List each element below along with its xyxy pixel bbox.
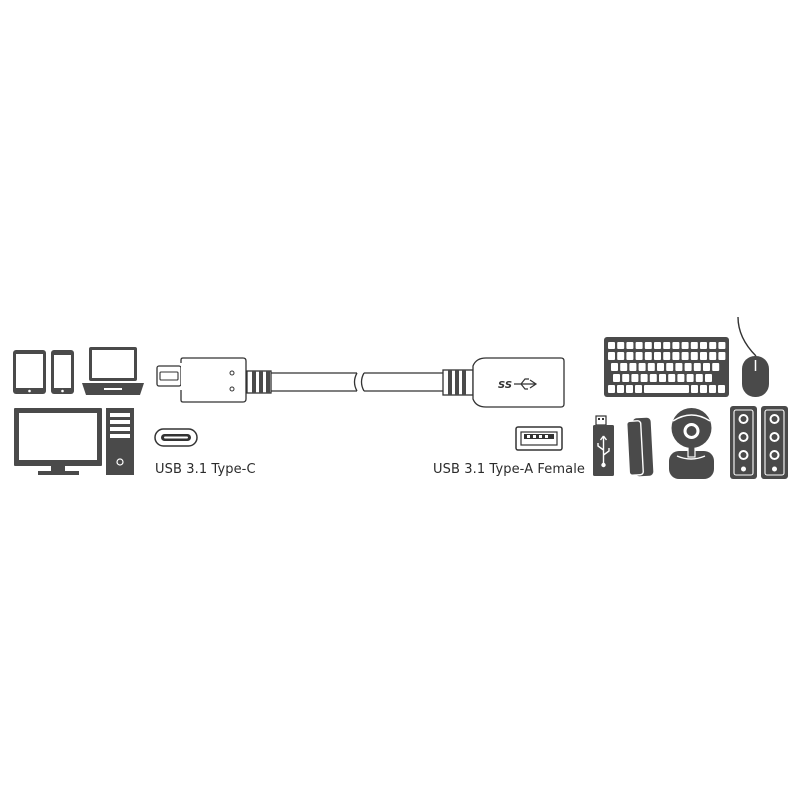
usb-type-c-port-icon <box>154 428 198 447</box>
svg-text:SS: SS <box>498 380 512 391</box>
keyboard-key <box>700 385 707 393</box>
webcam-icon <box>669 408 714 479</box>
laptop-icon <box>82 347 144 395</box>
usb-superspeed-logo-icon: SS <box>498 378 538 391</box>
keyboard-key <box>675 363 683 371</box>
keyboard-key <box>635 385 642 393</box>
keyboard-key <box>686 374 694 382</box>
cable <box>271 372 443 392</box>
keyboard-key <box>681 352 689 360</box>
keyboard-key <box>608 352 615 360</box>
keyboard-key <box>672 352 680 360</box>
keyboard-key <box>654 342 661 349</box>
keyboard-key <box>620 363 628 371</box>
strain-relief-right <box>442 369 474 396</box>
keyboard-key <box>718 352 726 360</box>
keyboard-key <box>690 342 698 349</box>
external-drive-icon <box>626 417 654 477</box>
keyboard-key <box>705 374 712 382</box>
keyboard-key <box>718 385 725 393</box>
keyboard-key <box>700 342 707 349</box>
keyboard-key <box>709 352 717 360</box>
keyboard-key <box>629 363 637 371</box>
pc-tower-icon <box>106 408 134 475</box>
keyboard-icon <box>604 337 729 397</box>
keyboard-key <box>666 363 674 371</box>
keyboard-key <box>644 342 652 349</box>
keyboard-key <box>695 374 703 382</box>
keyboard-key <box>644 352 652 360</box>
keyboard-key <box>691 385 698 393</box>
keyboard-key <box>626 385 633 393</box>
keyboard-spacebar <box>644 385 689 393</box>
usb-type-a-port-icon <box>515 426 563 451</box>
usb-flash-drive-icon <box>593 415 614 476</box>
usb-type-a-female-housing <box>472 357 565 408</box>
keyboard-key <box>635 342 643 349</box>
keyboard-key <box>649 374 657 382</box>
keyboard-key <box>617 352 625 360</box>
keyboard-key <box>712 363 720 371</box>
type-a-female-connector-label: USB 3.1 Type-A Female <box>433 462 586 477</box>
keyboard-key <box>617 342 625 349</box>
speaker-left-icon <box>730 406 757 479</box>
keyboard-key <box>608 342 615 349</box>
keyboard-key <box>672 342 680 349</box>
keyboard-key <box>659 374 666 382</box>
keyboard-key <box>693 363 701 371</box>
keyboard-key <box>654 352 661 360</box>
keyboard-key <box>638 363 646 371</box>
keyboard-key <box>663 342 671 349</box>
keyboard-key <box>718 342 726 349</box>
keyboard-key <box>626 352 634 360</box>
mouse-icon <box>737 316 769 397</box>
keyboard-key <box>684 363 692 371</box>
usb-type-c-plug <box>156 357 247 403</box>
keyboard-key <box>635 352 643 360</box>
tablet-icon <box>13 350 46 394</box>
keyboard-key <box>668 374 676 382</box>
keyboard-key <box>663 352 671 360</box>
keyboard-key <box>617 385 624 393</box>
keyboard-key <box>703 363 710 371</box>
keyboard-key <box>681 342 689 349</box>
keyboard-key <box>647 363 655 371</box>
keyboard-key <box>640 374 648 382</box>
keyboard-key <box>626 342 634 349</box>
keyboard-key <box>622 374 630 382</box>
keyboard-key <box>677 374 685 382</box>
keyboard-key <box>608 385 615 393</box>
keyboard-key <box>657 363 664 371</box>
keyboard-key <box>613 374 620 382</box>
keyboard-key <box>709 342 717 349</box>
smartphone-icon <box>51 350 74 394</box>
keyboard-key <box>631 374 639 382</box>
speaker-right-icon <box>761 406 788 479</box>
keyboard-key <box>700 352 707 360</box>
desktop-monitor-icon <box>14 408 102 475</box>
keyboard-key <box>690 352 698 360</box>
strain-relief-left <box>246 370 272 394</box>
type-c-connector-label: USB 3.1 Type-C <box>155 462 256 477</box>
keyboard-key <box>709 385 716 393</box>
keyboard-key <box>611 363 618 371</box>
